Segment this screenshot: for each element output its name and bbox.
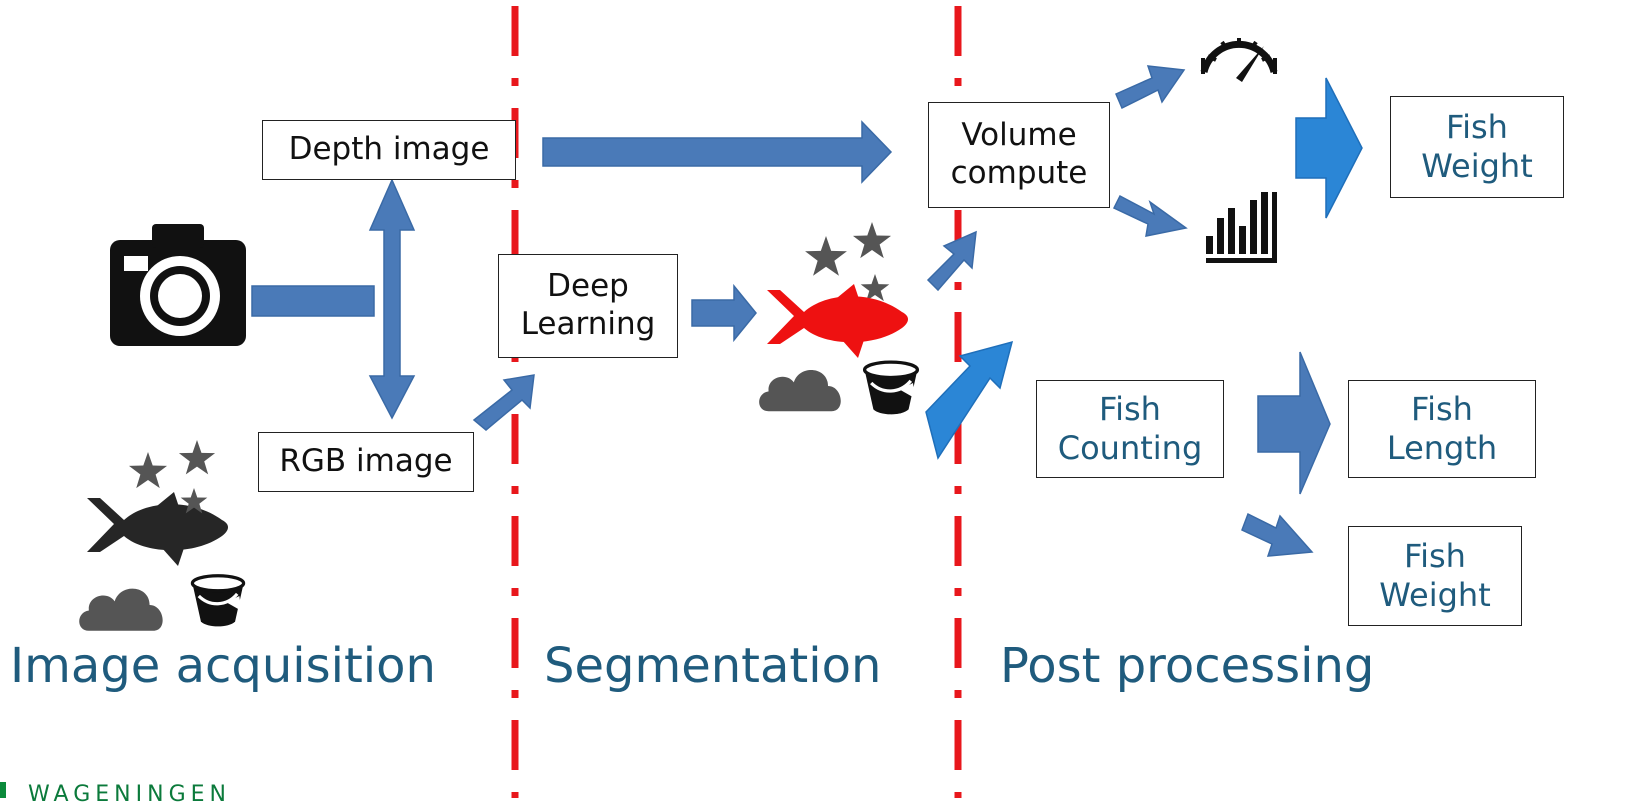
stage-label-image-acquisition: Image acquisition <box>10 638 436 694</box>
volume-compute-box: Volume compute <box>928 102 1110 208</box>
cloud-icon <box>759 369 841 412</box>
bar-chart-icon <box>1206 192 1277 263</box>
fish-weight-bottom-box: Fish Weight <box>1348 526 1522 626</box>
fish-to-volume-arrow <box>926 230 977 292</box>
gauge-icon <box>1200 38 1278 82</box>
logo-mark <box>0 782 6 798</box>
fish-icon <box>87 492 228 566</box>
rgb-image-box: RGB image <box>258 432 474 492</box>
fish-icon <box>767 284 908 358</box>
split-to-fish-weight-arrow <box>1241 512 1314 557</box>
deep-learning-box: Deep Learning <box>498 254 678 358</box>
depth-image-box: Depth image <box>262 120 516 180</box>
camera-icon <box>110 224 246 346</box>
depth-rgb-double-arrow <box>368 178 416 420</box>
logo-text: WAGENINGEN <box>28 782 231 807</box>
volume-to-gauge-arrow <box>1115 65 1186 110</box>
to-fish-weight-top-arrow <box>1295 77 1363 219</box>
bucket-icon <box>190 574 246 628</box>
fish-length-box: Fish Length <box>1348 380 1536 478</box>
deep-learning-to-fish-arrow <box>691 283 757 343</box>
depth-to-volume-arrow <box>542 120 893 184</box>
bucket-icon <box>862 360 920 416</box>
camera-to-split-arrow <box>251 285 375 317</box>
fish-to-counting-arrow <box>925 340 1014 460</box>
stage-label-segmentation: Segmentation <box>544 638 882 694</box>
volume-to-chart-arrow <box>1112 194 1188 237</box>
rgb-to-deep-learning-arrow <box>472 374 535 431</box>
fish-weight-top-box: Fish Weight <box>1390 96 1564 198</box>
cloud-icon <box>79 588 163 631</box>
split-to-fish-length-arrow <box>1257 351 1331 495</box>
stage-label-post-processing: Post processing <box>1000 638 1375 694</box>
fish-counting-box: Fish Counting <box>1036 380 1224 478</box>
